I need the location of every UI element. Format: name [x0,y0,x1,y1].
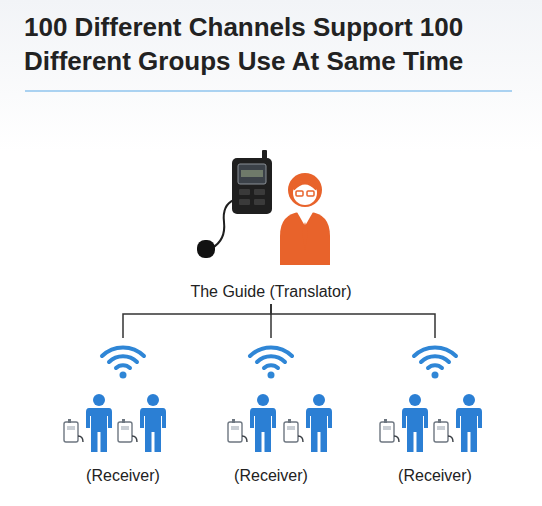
device-screen [238,164,266,184]
device-button [254,189,265,195]
transmitter-device [197,150,272,258]
guide-tie [302,222,308,250]
receiver-group [380,347,482,452]
title-heading: 100 Different Channels Support 100 Diffe… [24,10,524,78]
node-label: (Receiver) [234,466,308,486]
receiver-device [380,419,399,442]
guide-body [280,212,330,265]
person-icon [456,394,482,452]
receiver-node: (Receiver) [48,338,198,488]
receiver-device [228,419,247,442]
person-icon [140,394,166,452]
wifi-symbol [414,347,456,378]
connector-line [271,304,435,338]
person-icon [306,394,332,452]
receiver-node: (Receiver) [360,338,510,488]
guide-node: The Guide (Translator) [171,148,371,304]
device-button [239,199,250,205]
node-label: The Guide (Translator) [190,282,351,302]
node-label: (Receiver) [86,466,160,486]
node-label: (Receiver) [398,466,472,486]
receiver-group [64,347,166,452]
connector-line [123,304,271,338]
receiver-device [434,419,453,442]
guide-face [293,181,317,205]
receiver-device [64,419,83,442]
person-icon [250,394,276,452]
receiver-group [228,347,332,452]
mic-cable [212,200,234,248]
wifi-symbol [250,347,292,378]
device-body [232,158,272,214]
receiver-node: (Receiver) [196,338,346,488]
person-icon [402,394,428,452]
device-button [239,189,250,195]
title-rule [25,91,512,92]
microphone [197,240,215,258]
guide-glasses [307,191,314,196]
guide-hair [293,183,317,190]
wifi-symbol [102,347,144,378]
device-display [241,170,263,177]
receiver-device [284,419,303,442]
guide-person [280,173,330,265]
receiver-device [118,419,137,442]
guide-glasses [296,191,303,196]
person-icon [86,394,112,452]
device-button [254,199,265,205]
guide-head [288,173,322,207]
